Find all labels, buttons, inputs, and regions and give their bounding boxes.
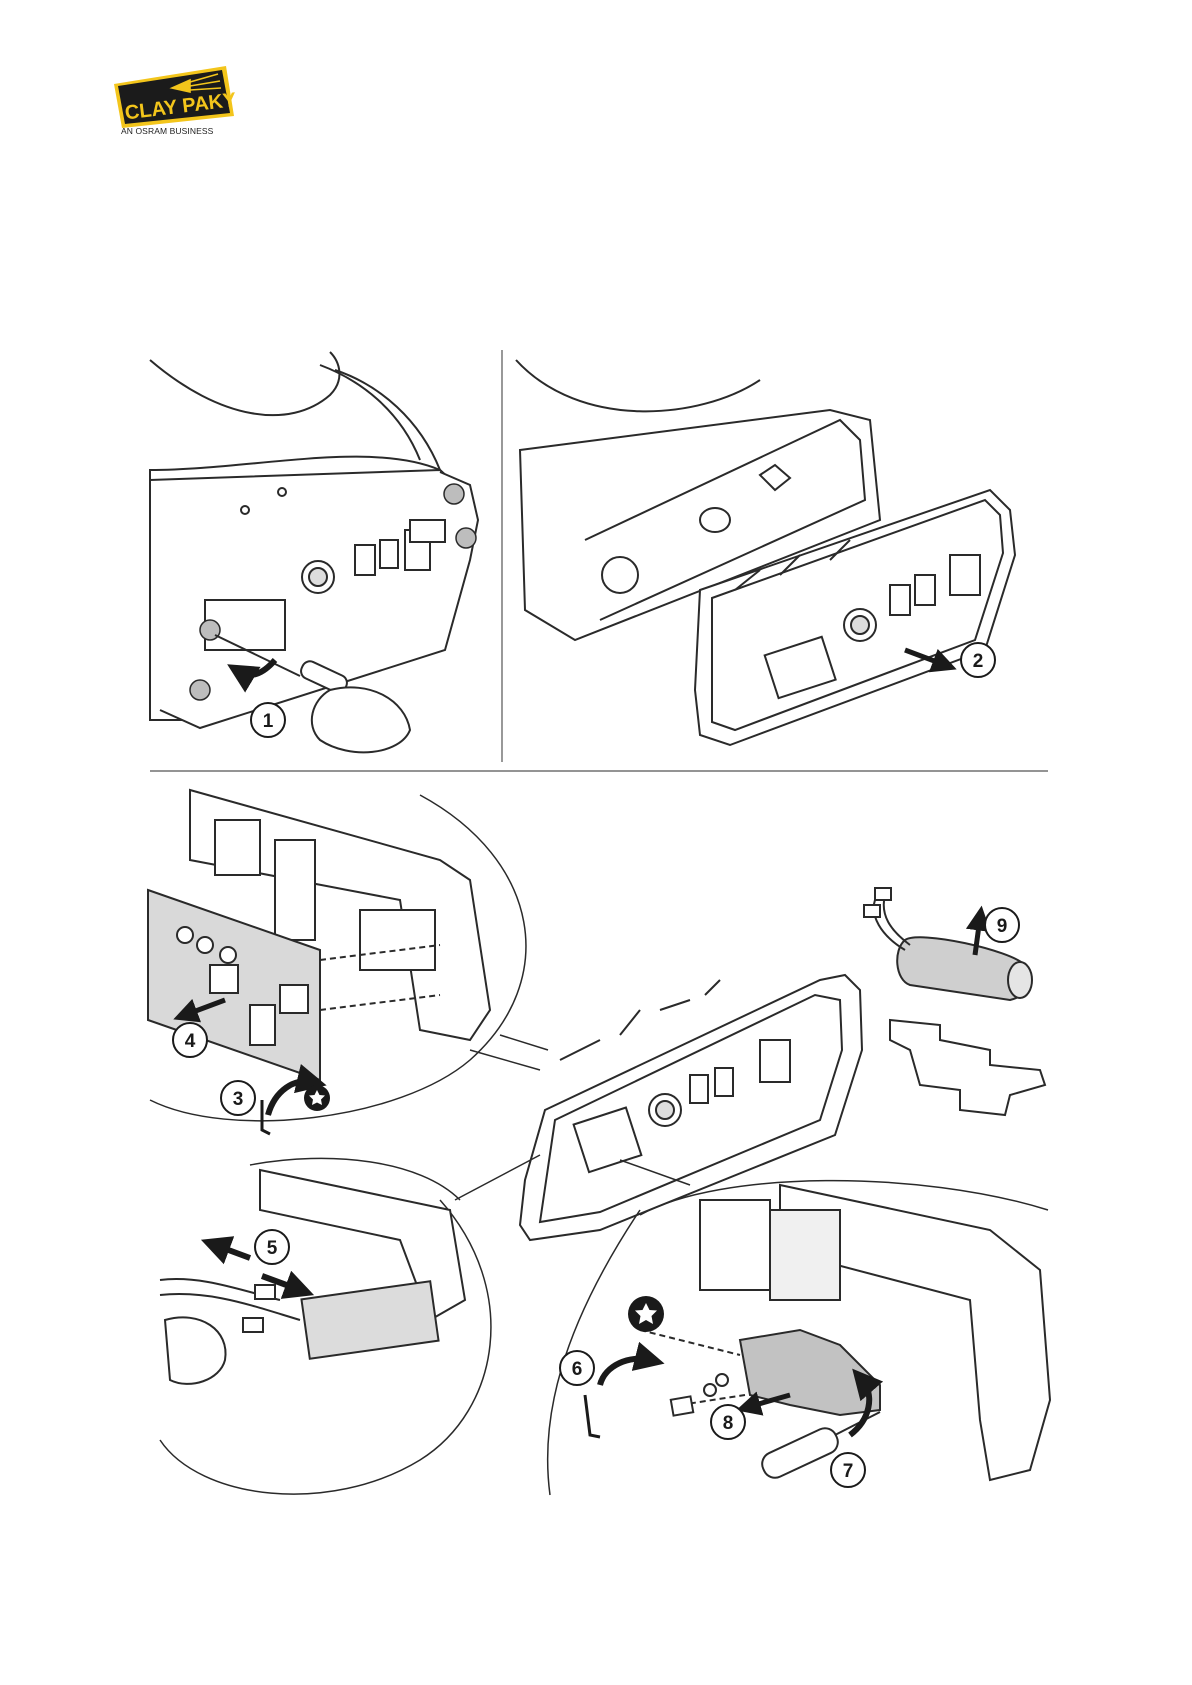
svg-text:3: 3 xyxy=(233,1089,244,1110)
svg-text:6: 6 xyxy=(572,1359,583,1380)
step-callout-3: 3 xyxy=(221,1081,255,1115)
step-callout-7: 7 xyxy=(831,1453,865,1487)
svg-text:4: 4 xyxy=(185,1031,196,1052)
svg-text:9: 9 xyxy=(997,916,1008,937)
svg-text:7: 7 xyxy=(843,1461,854,1482)
torx-icon-3 xyxy=(304,1085,330,1111)
step-callout-8: 8 xyxy=(711,1405,745,1439)
rotate-arrow-6 xyxy=(600,1359,650,1385)
step-callout-2: 2 xyxy=(961,643,995,677)
svg-text:5: 5 xyxy=(267,1238,278,1259)
connectors-wiring xyxy=(160,1170,465,1384)
svg-text:1: 1 xyxy=(263,711,274,732)
step-callout-1: 1 xyxy=(251,703,285,737)
svg-text:2: 2 xyxy=(973,651,984,672)
allen-key-6 xyxy=(585,1395,600,1437)
torx-icon-6 xyxy=(628,1296,664,1332)
housing-detail xyxy=(700,1185,1050,1480)
panel-2-remove-panel xyxy=(516,360,1015,745)
step-callout-4: 4 xyxy=(173,1023,207,1057)
svg-text:8: 8 xyxy=(723,1413,734,1434)
step-callout-6: 6 xyxy=(560,1351,594,1385)
step-callout-5: 5 xyxy=(255,1230,289,1264)
pull-arrow-5a xyxy=(215,1245,250,1258)
step-callout-9: 9 xyxy=(985,908,1019,942)
